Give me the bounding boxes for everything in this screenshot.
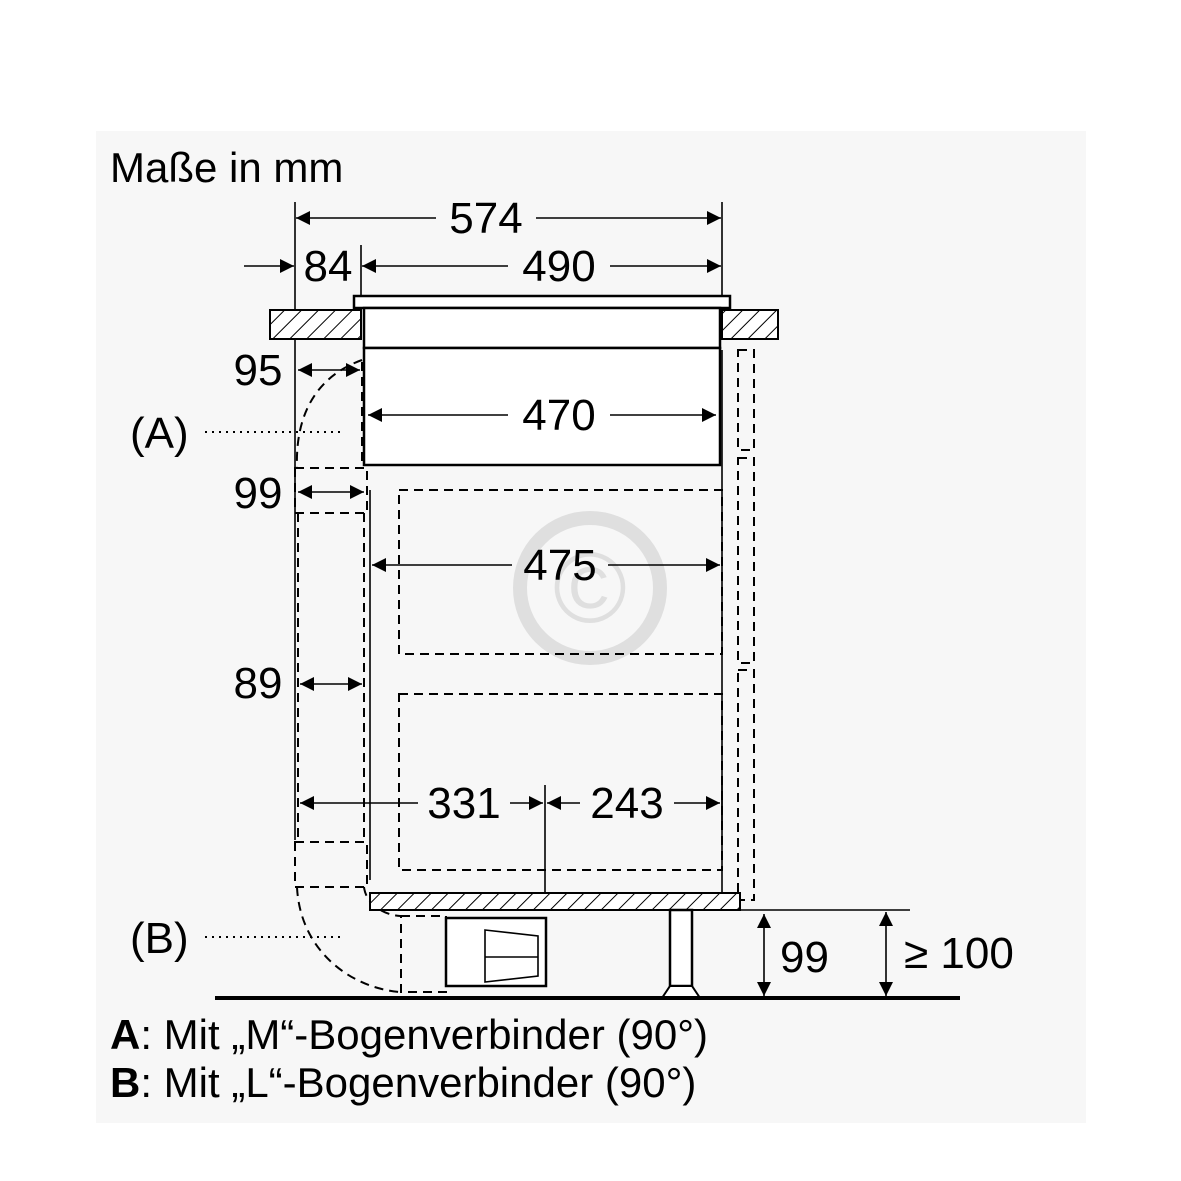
rear-panel-lower <box>737 669 755 901</box>
duct-connector-bottom <box>294 841 368 888</box>
rear-panel-middle <box>737 457 755 664</box>
hob-lower-body <box>362 346 722 467</box>
filter-unit <box>444 916 548 988</box>
dim-99-connector-label: 99 <box>234 469 283 518</box>
dim-490-label: 490 <box>522 242 595 291</box>
cabinet-leg <box>668 908 694 988</box>
worktop-left <box>269 309 362 340</box>
dim-95-label: 95 <box>234 346 283 395</box>
hob-upper-body <box>362 306 722 350</box>
dim-475-label: 475 <box>523 541 596 590</box>
dim-min-clearance-label: ≥ 100 <box>904 929 1014 978</box>
legend-key-b: B <box>110 1059 140 1106</box>
legend-key-a: A <box>110 1011 140 1058</box>
dim-243-label: 243 <box>590 779 663 828</box>
filter-unit-inner <box>484 929 539 983</box>
callout-a-label: (A) <box>130 409 189 458</box>
watermark-symbol: © <box>553 532 627 644</box>
bend-b-outlet <box>400 915 447 993</box>
legend: A: Mit „M“-Bogenverbinder (90°) B: Mit „… <box>110 1011 708 1106</box>
legend-item-b: B: Mit „L“-Bogenverbinder (90°) <box>110 1059 696 1106</box>
legend-text-a: : Mit „M“-Bogenverbinder (90°) <box>140 1011 708 1058</box>
callout-b-label: (B) <box>130 914 189 963</box>
legend-item-a: A: Mit „M“-Bogenverbinder (90°) <box>110 1011 708 1058</box>
drawer-lower <box>398 693 723 871</box>
duct-connector-top <box>294 467 368 514</box>
dim-99-plinth-label: 99 <box>780 933 829 982</box>
legend-text-b: : Mit „L“-Bogenverbinder (90°) <box>140 1059 696 1106</box>
dim-89-label: 89 <box>234 659 283 708</box>
dim-84-label: 84 <box>304 242 353 291</box>
dim-574-label: 574 <box>449 194 522 243</box>
bend-a-outer <box>295 359 363 469</box>
page-title: Maße in mm <box>110 144 343 191</box>
bend-b-inner <box>363 886 401 917</box>
hob-glass-top <box>352 294 732 310</box>
rear-panel-upper <box>737 349 755 451</box>
copyright-watermark: © <box>513 511 667 665</box>
dim-331-label: 331 <box>427 779 500 828</box>
cabinet-base <box>369 892 741 911</box>
bend-b-outer <box>296 886 401 993</box>
dim-470-label: 470 <box>522 391 595 440</box>
worktop-right <box>721 309 779 340</box>
drawer-upper <box>398 489 723 655</box>
